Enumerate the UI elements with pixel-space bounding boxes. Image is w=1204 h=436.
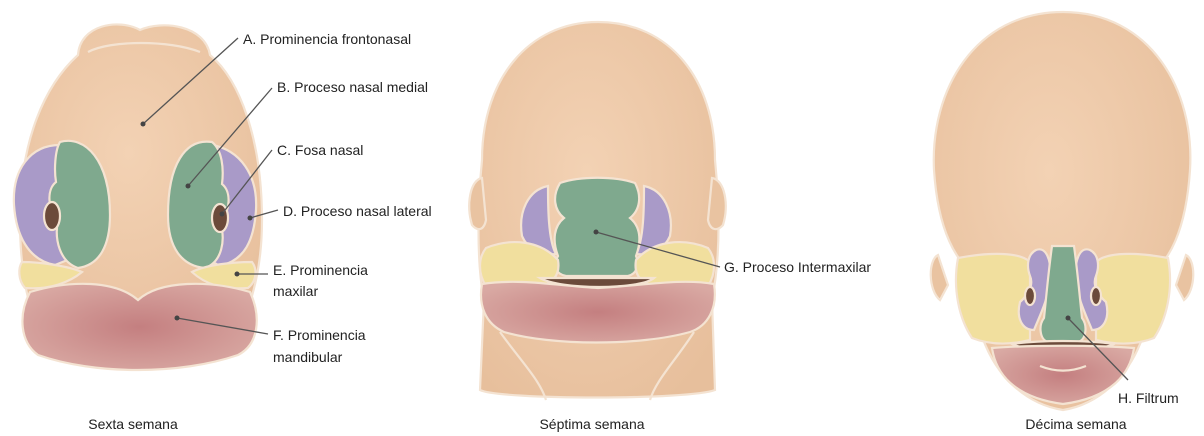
label-intermaxillary: G. Proceso Intermaxilar: [724, 259, 871, 275]
label-lateral-nasal: D. Proceso nasal lateral: [283, 203, 432, 219]
label-philtrum: H. Filtrum: [1118, 390, 1179, 406]
mandibular-prominence-w10: [992, 346, 1134, 404]
caption-week-6: Sexta semana: [88, 416, 178, 432]
mandibular-prominence-w7: [481, 282, 715, 343]
embryo-week-7: [469, 22, 725, 400]
caption-week-10: Décima semana: [1025, 416, 1126, 432]
embryo-week-10: [931, 12, 1194, 410]
maxillary-prominence-left-w10: [956, 254, 1030, 344]
label-mandibular-2: mandibular: [273, 349, 343, 365]
label-maxillary-2: maxilar: [273, 283, 318, 299]
label-nasal-pit: C. Fosa nasal: [277, 142, 363, 158]
label-maxillary-1: E. Prominencia: [273, 262, 368, 278]
caption-week-7: Séptima semana: [539, 416, 644, 432]
label-mandibular-1: F. Prominencia: [273, 327, 366, 343]
label-medial-nasal: B. Proceso nasal medial: [277, 79, 428, 95]
maxillary-prominence-right-w10: [1096, 254, 1170, 344]
embryo-week-6: [14, 24, 262, 370]
nasal-pit-left: [44, 202, 60, 230]
nasal-pit-right: [212, 204, 228, 232]
intermaxillary-process: [555, 178, 640, 276]
label-frontonasal: A. Prominencia frontonasal: [243, 31, 411, 47]
captions: Sexta semana Séptima semana Décima seman…: [88, 416, 1127, 432]
